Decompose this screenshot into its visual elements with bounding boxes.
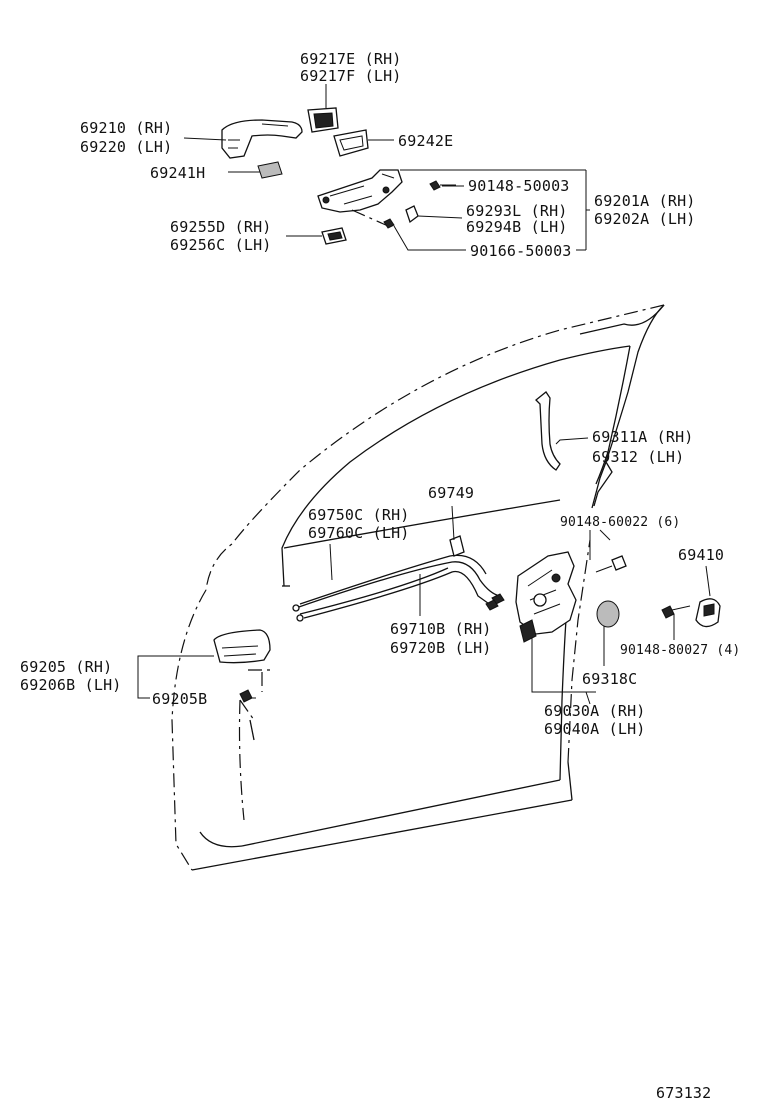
cable-clip-icon [449,535,465,557]
screw-icon [239,689,253,703]
label-69720B: 69720B (LH) [390,639,492,657]
label-90148-50003: 90148-50003 [468,177,570,195]
cable-icon [292,554,505,622]
part-labels: 69217E (RH) 69217F (LH) 69210 (RH) 69220… [20,50,740,1102]
inside-handle-icon [213,629,271,664]
label-69311A: 69311A (RH) [592,428,694,446]
outside-handle-group [221,107,456,245]
label-69201A: 69201A (RH) [594,192,696,210]
grommet-icon [596,600,620,628]
door-lock-assembly-icon [515,551,577,643]
label-69210: 69210 (RH) [80,119,172,137]
handle-frame-icon [317,169,403,213]
label-69206B: 69206B (LH) [20,676,122,694]
label-69760C: 69760C (LH) [308,524,410,542]
label-69217F: 69217F (LH) [300,67,402,85]
label-69294B: 69294B (LH) [466,218,568,236]
label-90148-60022: 90148-60022 (6) [560,515,680,530]
label-69220: 69220 (LH) [80,138,172,156]
label-69410: 69410 [678,546,724,564]
label-69293L: 69293L (RH) [466,202,568,220]
screw-icon [595,555,627,573]
screw-icon [661,605,691,619]
lock-rod-icon [535,391,561,471]
label-90148-80027: 90148-80027 (4) [620,643,740,658]
label-90166-50003: 90166-50003 [470,242,572,260]
outside-handle-icon [221,119,303,159]
label-69217E: 69217E (RH) [300,50,402,68]
label-69202A: 69202A (LH) [594,210,696,228]
label-69750C: 69750C (RH) [308,506,410,524]
door-shell [171,304,665,871]
screw-icon [429,180,441,191]
label-69040A: 69040A (LH) [544,720,646,738]
clip-icon [405,205,419,224]
pad-icon [257,161,283,179]
label-69255D: 69255D (RH) [170,218,272,236]
label-69242E: 69242E [398,132,453,150]
label-69710B: 69710B (RH) [390,620,492,638]
label-69205: 69205 (RH) [20,658,112,676]
label-69030A: 69030A (RH) [544,702,646,720]
screw-icon [383,218,395,229]
label-69318C: 69318C [582,670,637,688]
diagram-id: 673132 [656,1084,711,1102]
label-69312: 69312 (LH) [592,448,684,466]
label-69241H: 69241H [150,164,205,182]
label-69205B: 69205B [152,690,207,708]
striker-icon [695,598,721,628]
label-69749: 69749 [428,484,474,502]
label-69256C: 69256C (LH) [170,236,272,254]
